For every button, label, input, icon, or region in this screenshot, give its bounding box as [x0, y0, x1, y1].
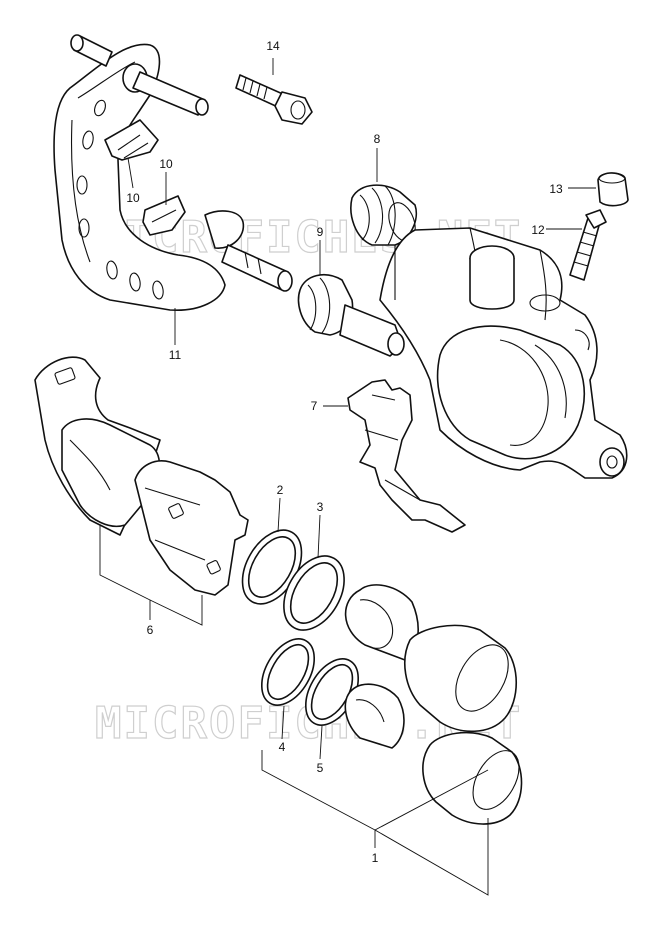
callout-4: 4	[279, 740, 286, 754]
piston-large	[344, 584, 518, 733]
callout-6: 6	[147, 623, 154, 637]
callout-labels: 14 8 9 13 12 10 10 11 7 2 3 6 4 5 1	[126, 39, 563, 865]
pad-spring	[347, 379, 466, 533]
callout-10-upper: 10	[159, 157, 173, 171]
caliper-body	[379, 227, 628, 479]
piston-seal-4	[260, 638, 316, 706]
bleeder-valve	[569, 209, 607, 281]
brake-pad-inner	[134, 460, 249, 596]
pin-clip-upper	[104, 119, 159, 161]
callout-5: 5	[317, 761, 324, 775]
bolt	[235, 74, 313, 125]
caliper-bracket	[53, 34, 293, 311]
callout-13: 13	[549, 182, 563, 196]
callout-7: 7	[311, 399, 318, 413]
callout-1: 1	[372, 851, 379, 865]
callout-9: 9	[317, 225, 324, 239]
piston-seal-2	[241, 529, 303, 605]
callout-10-lower: 10	[126, 191, 140, 205]
bleeder-cap	[597, 172, 629, 207]
callout-14: 14	[266, 39, 280, 53]
callout-2: 2	[277, 483, 284, 497]
pin-clip-lower	[142, 195, 186, 236]
callout-3: 3	[317, 500, 324, 514]
callout-11: 11	[169, 348, 182, 362]
brake-pad-outer	[34, 356, 161, 536]
dust-seal-3	[283, 555, 345, 631]
dust-boot	[350, 184, 417, 246]
leader-lines	[99, 58, 596, 896]
slide-pin	[297, 274, 405, 357]
callout-8: 8	[374, 132, 381, 146]
callout-12: 12	[531, 223, 545, 237]
